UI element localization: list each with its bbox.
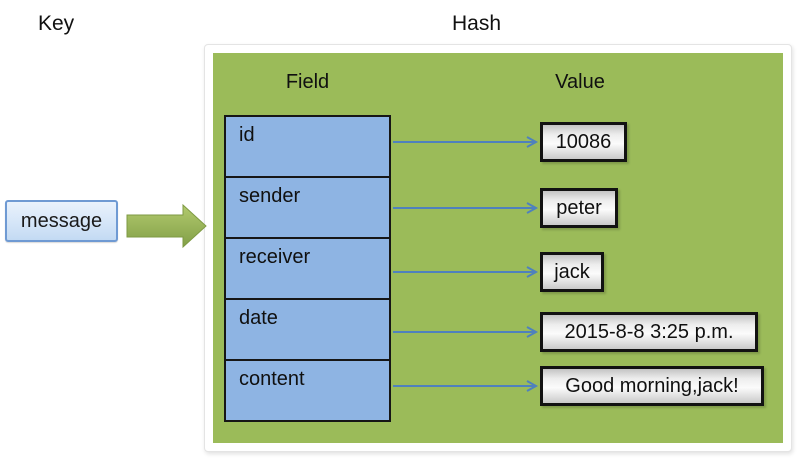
field-cell: content	[239, 368, 305, 390]
field-cell: receiver	[226, 239, 389, 300]
key-to-hash-arrow-icon	[126, 203, 207, 249]
value-box: jack	[540, 252, 604, 292]
value-box: peter	[540, 188, 618, 228]
key-box: message	[5, 200, 118, 242]
hash-section-label: Hash	[452, 12, 502, 35]
field-cell: date	[226, 300, 389, 361]
key-section-label: Key	[38, 12, 75, 35]
value-box: Good morning,jack!	[540, 366, 764, 406]
value-box: 2015-8-8 3:25 p.m.	[540, 312, 758, 352]
field-cell: id	[226, 117, 389, 178]
value-column-header: Value	[555, 71, 605, 93]
value-box: 10086	[540, 122, 627, 162]
field-column-header: Field	[285, 71, 330, 93]
key-box-label: message	[20, 209, 103, 232]
field-cell: sender	[226, 178, 389, 239]
